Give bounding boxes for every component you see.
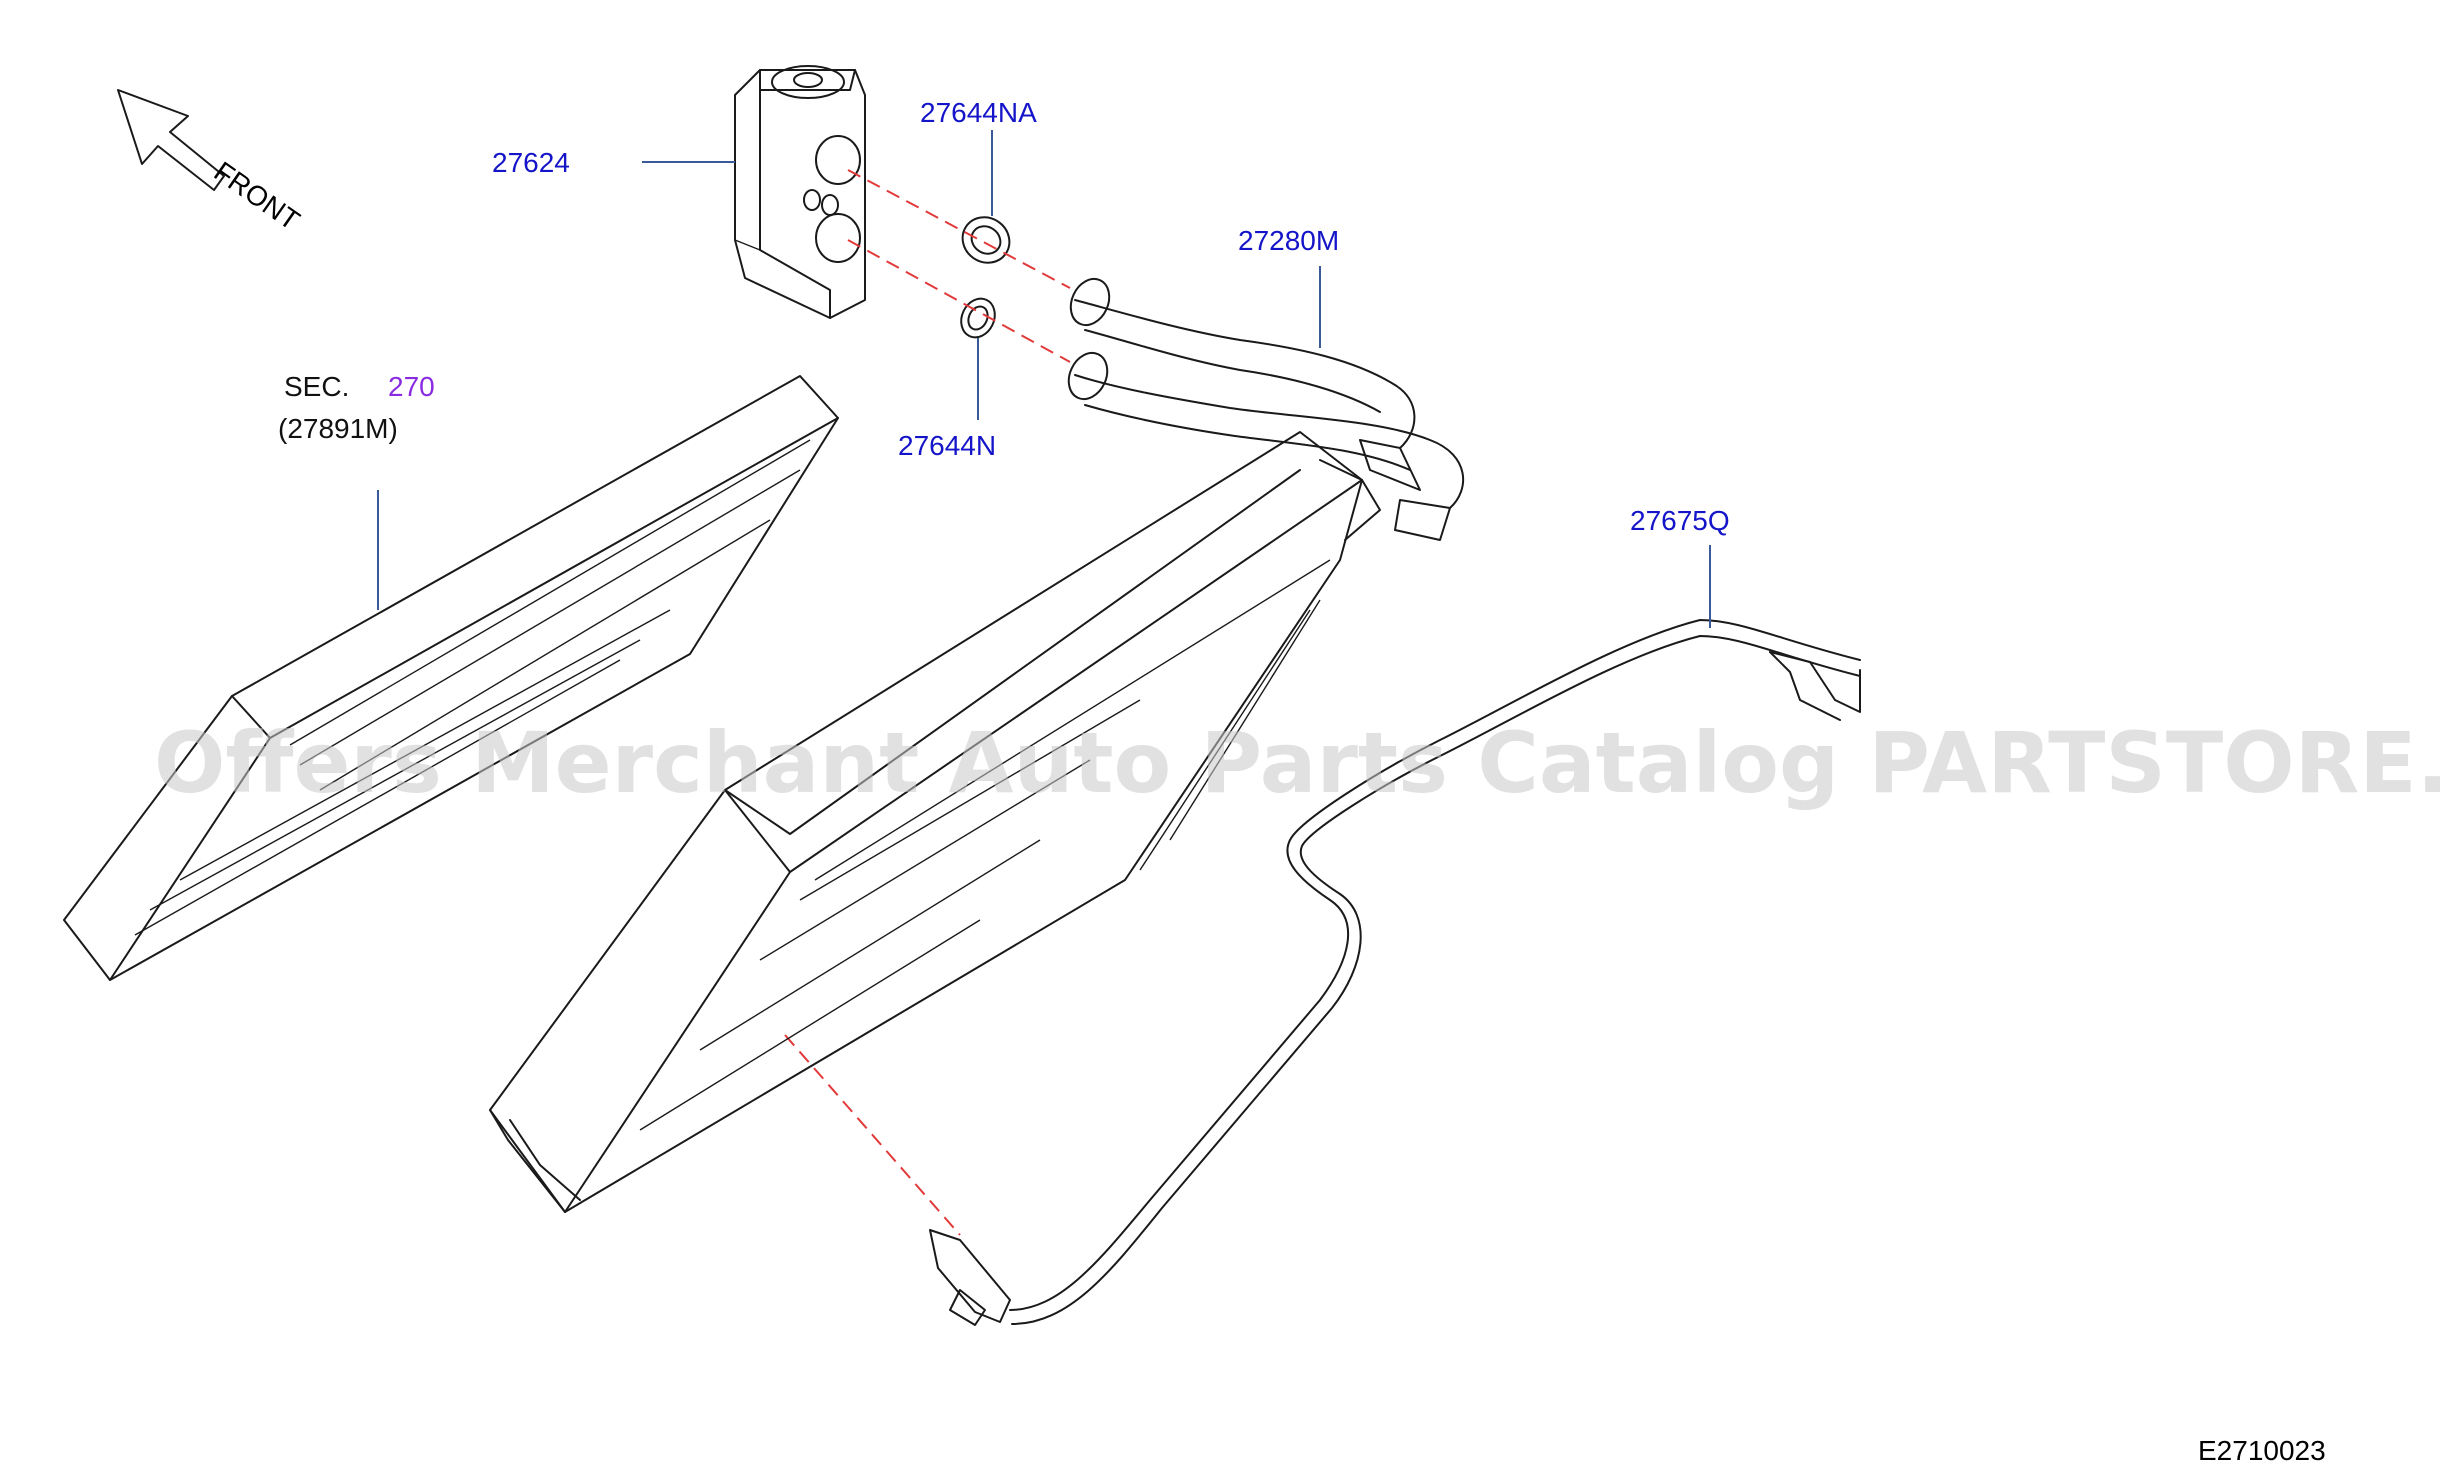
o-ring-small[interactable] (955, 293, 1001, 343)
section-sub-ref: (27891M) (278, 413, 398, 444)
thermistor-harness[interactable] (929, 619, 1861, 1326)
watermark-text: Offers Merchant Auto Parts Catalog PARTS… (154, 714, 2447, 812)
part-label-27280M[interactable]: 27280M (1238, 225, 1339, 256)
part-label-27644NA[interactable]: 27644NA (920, 97, 1037, 128)
fitting-line-lower (847, 239, 1071, 363)
expansion-valve[interactable] (734, 65, 866, 319)
pipe-assembly[interactable] (1062, 273, 1464, 541)
fitting-line-upper (847, 169, 1071, 289)
filter-unit[interactable] (63, 375, 839, 981)
o-ring-large[interactable] (954, 208, 1019, 272)
part-label-27644N[interactable]: 27644N (898, 430, 996, 461)
fitting-line-sensor (784, 1034, 961, 1236)
part-label-27624[interactable]: 27624 (492, 147, 570, 178)
diagram-code: E2710023 (2198, 1435, 2326, 1466)
section-link-270[interactable]: 270 (388, 371, 435, 402)
section-prefix: SEC. (284, 371, 349, 402)
front-label: FRONT (209, 156, 306, 237)
evaporator-core[interactable] (489, 431, 1381, 1213)
part-label-27675Q[interactable]: 27675Q (1630, 505, 1730, 536)
front-arrow-icon (117, 89, 225, 191)
